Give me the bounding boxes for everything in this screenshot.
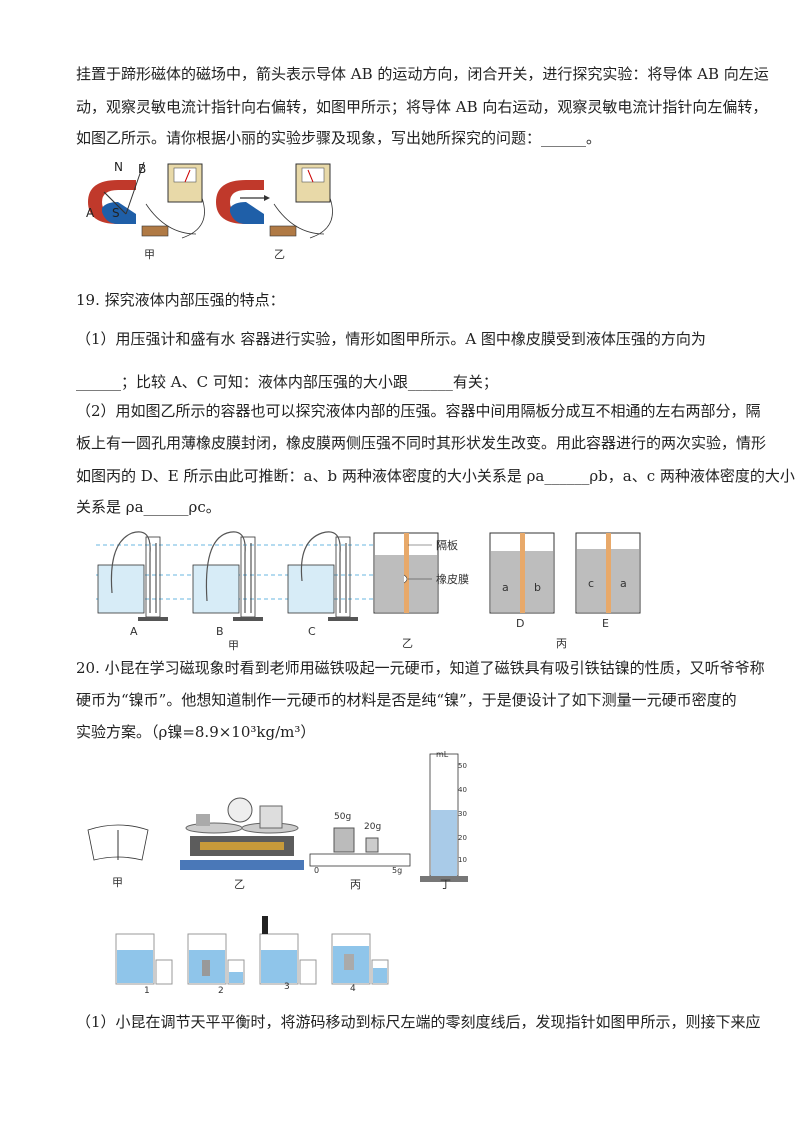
step-2: 2 — [218, 986, 224, 996]
caption-yi-18: 乙 — [274, 248, 285, 261]
q19-p1-line-2: ______；比较 A、C 可知：液体内部压强的大小跟______有关； — [76, 373, 498, 391]
q19-p2-line-4: 关系是 ρa______ρc。 — [76, 498, 221, 516]
step-4: 4 — [350, 984, 356, 994]
ruler-0: 0 — [314, 866, 320, 875]
label-a: A — [86, 206, 95, 220]
q19-p2-line-1: （2）用如图乙所示的容器也可以探究液体内部的压强。容器中间用隔板分成互不相通的左… — [76, 402, 761, 420]
cylinder-50: 50 — [458, 762, 467, 770]
ruler-5: 5g — [392, 866, 403, 875]
cylinder-unit: mL — [436, 750, 449, 759]
figure-18-induction: N B A S 甲 乙 — [76, 158, 336, 268]
label-n: N — [114, 160, 123, 174]
liquid-b-D: b — [534, 581, 541, 594]
step-1: 1 — [144, 986, 150, 996]
caption-jia-18: 甲 — [144, 248, 155, 261]
q18-text-line-3: 如图乙所示。请你根据小丽的实验步骤及现象，写出她所探究的问题：______。 — [76, 129, 602, 147]
label-xiangpimo: 橡皮膜 — [436, 573, 469, 586]
q19-p1-line-1: （1）用压强计和盛有水 容器进行实验，情形如图甲所示。A 图中橡皮膜受到液体压强… — [76, 330, 706, 348]
caption-ding-20: 丁 — [440, 878, 451, 891]
q19-p2-line-3: 如图丙的 D、E 所示由此可推断：a、b 两种液体密度的大小关系是 ρa____… — [76, 467, 795, 485]
q19-p2-line-2: 板上有一圆孔用薄橡皮膜封闭，橡皮膜两侧压强不同时其形状发生改变。用此容器进行的两… — [76, 434, 767, 452]
label-A: A — [130, 625, 138, 638]
liquid-a-D: a — [502, 581, 509, 594]
caption-jia-19: 甲 — [228, 639, 239, 652]
label-C: C — [308, 625, 316, 638]
figure-20-steps: 1 2 3 4 — [108, 916, 398, 998]
q20-line-2: 硬币为“镍币”。他想知道制作一元硬币的材料是否是纯“镍”，于是便设计了如下测量一… — [76, 691, 737, 709]
weight-50g: 50g — [334, 812, 352, 822]
label-b: B — [138, 162, 147, 176]
label-E: E — [602, 617, 609, 630]
caption-bing-19: 丙 — [556, 637, 567, 650]
q18-text-line-1: 挂置于蹄形磁体的磁场中，箭头表示导体 AB 的运动方向，闭合开关，进行探究实验：… — [76, 65, 769, 83]
label-D: D — [516, 617, 525, 630]
label-s: S — [112, 206, 120, 220]
caption-yi-19: 乙 — [402, 637, 413, 650]
q19-title: 19. 探究液体内部压强的特点： — [76, 291, 285, 309]
cylinder-30: 30 — [458, 810, 467, 818]
label-B: B — [216, 625, 224, 638]
figure-19-pressure: A B C 甲 隔板 橡皮膜 乙 a b c a D E 丙 — [86, 523, 656, 652]
figure-20-instruments: 甲 乙 丙 丁 50g 20g 0 5g mL 50 40 30 20 10 — [84, 748, 474, 894]
liquid-a-E: a — [620, 577, 627, 590]
step-3: 3 — [284, 982, 290, 992]
cylinder-20: 20 — [458, 834, 467, 842]
caption-yi-20: 乙 — [234, 878, 245, 891]
q18-text-line-2: 动，观察灵敏电流计指针向右偏转，如图甲所示；将导体 AB 向右运动，观察灵敏电流… — [76, 98, 768, 116]
q20-sub1-text: （1）小昆在调节天平平衡时，将游码移动到标尺左端的零刻度线后，发现指针如图甲所示… — [76, 1013, 761, 1031]
caption-bing-20: 丙 — [350, 878, 361, 891]
liquid-c-E: c — [588, 577, 595, 590]
q20-line-3: 实验方案。（ρ镍=8.9×10³kg/m³） — [76, 723, 316, 741]
q20-line-1: 20. 小昆在学习磁现象时看到老师用磁铁吸起一元硬币，知道了磁铁具有吸引铁钴镍的… — [76, 659, 765, 677]
weight-20g: 20g — [364, 822, 382, 832]
label-geban: 隔板 — [436, 539, 458, 552]
caption-jia-20: 甲 — [112, 876, 123, 889]
cylinder-10: 10 — [458, 856, 467, 864]
cylinder-40: 40 — [458, 786, 467, 794]
